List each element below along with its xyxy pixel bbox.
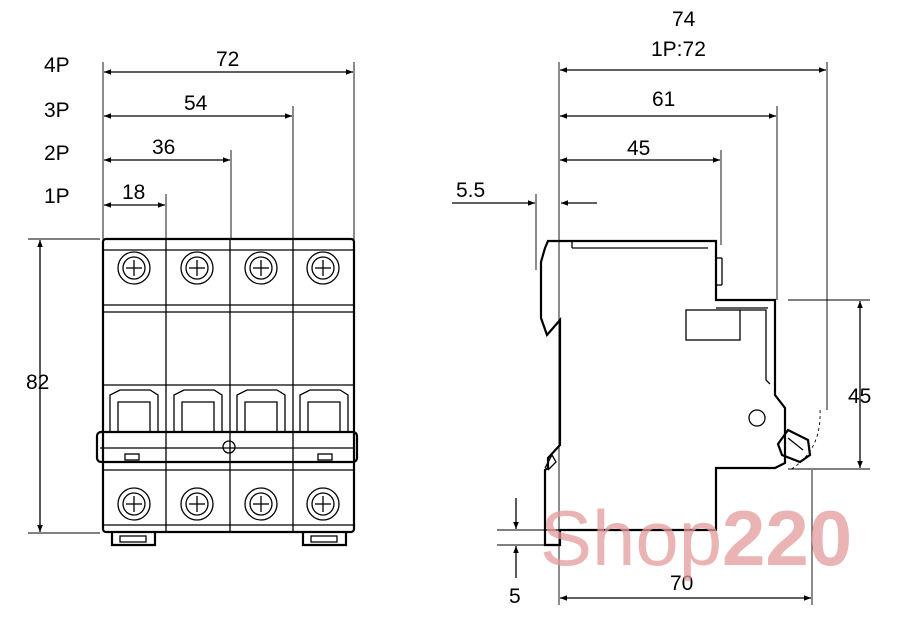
dim-value-45-right: 45 bbox=[848, 385, 871, 408]
din-clip-left bbox=[110, 532, 157, 547]
dim-value-82: 82 bbox=[26, 371, 49, 394]
front-view: 4P 3P 2P 1P 72 54 36 18 82 bbox=[26, 48, 359, 547]
dim-value-74: 74 bbox=[672, 8, 696, 31]
pole-label-2p: 2P bbox=[44, 142, 70, 165]
dim-value-61: 61 bbox=[652, 88, 675, 111]
dim-value-36: 36 bbox=[152, 136, 175, 159]
bottom-terminal-screws bbox=[117, 487, 340, 521]
toggle-levers bbox=[109, 389, 349, 432]
dim-value-5-5: 5.5 bbox=[456, 179, 485, 202]
dim-value-18: 18 bbox=[122, 181, 145, 204]
indicator-circle bbox=[748, 409, 766, 427]
side-lever bbox=[776, 428, 812, 464]
side-view: 74 1P:72 61 45 5.5 bbox=[452, 8, 871, 608]
watermark-number: 220 bbox=[722, 494, 852, 582]
dim-value-5: 5 bbox=[509, 585, 521, 608]
watermark-word: Shop bbox=[540, 494, 722, 582]
top-terminal-screws bbox=[117, 251, 340, 285]
dim-value-70: 70 bbox=[670, 572, 693, 595]
dim-value-45-top: 45 bbox=[627, 137, 650, 160]
pole-label-1p: 1P bbox=[44, 185, 70, 208]
label-window bbox=[685, 309, 741, 341]
dim-value-1p72: 1P:72 bbox=[651, 38, 706, 61]
dim-value-72: 72 bbox=[216, 48, 239, 71]
handle-tie-bar bbox=[95, 430, 359, 464]
pole-label-4p: 4P bbox=[44, 54, 70, 77]
dim-value-54: 54 bbox=[184, 92, 208, 115]
shop220-watermark: Shop 220 bbox=[540, 494, 852, 582]
din-clip-right bbox=[301, 532, 348, 547]
pole-label-3p: 3P bbox=[44, 99, 70, 122]
